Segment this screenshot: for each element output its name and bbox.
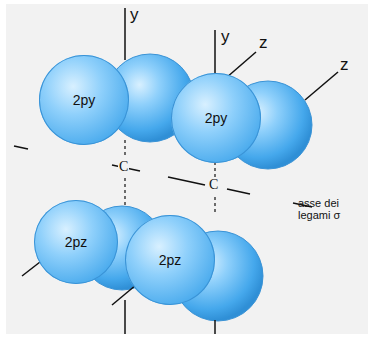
axis-label: y: [221, 28, 230, 46]
axis-caption: asse dei legami σ: [298, 198, 364, 221]
atom-label: C: [118, 160, 129, 175]
orbital-name: 2py: [205, 110, 228, 126]
orbital-lobe: 2pz: [125, 215, 215, 305]
orbital-name: 2pz: [65, 234, 88, 250]
orbital-lobe: 2py: [39, 55, 129, 145]
axis-label: y: [130, 6, 139, 24]
axis-label: z: [259, 34, 268, 52]
atom-label: C: [208, 178, 219, 193]
orbital-lobe: 2pz: [34, 200, 118, 284]
axis-label: z: [340, 56, 349, 74]
orbital-lobe: 2py: [171, 73, 261, 163]
orbital-name: 2py: [73, 92, 96, 108]
orbital-name: 2pz: [159, 252, 182, 268]
